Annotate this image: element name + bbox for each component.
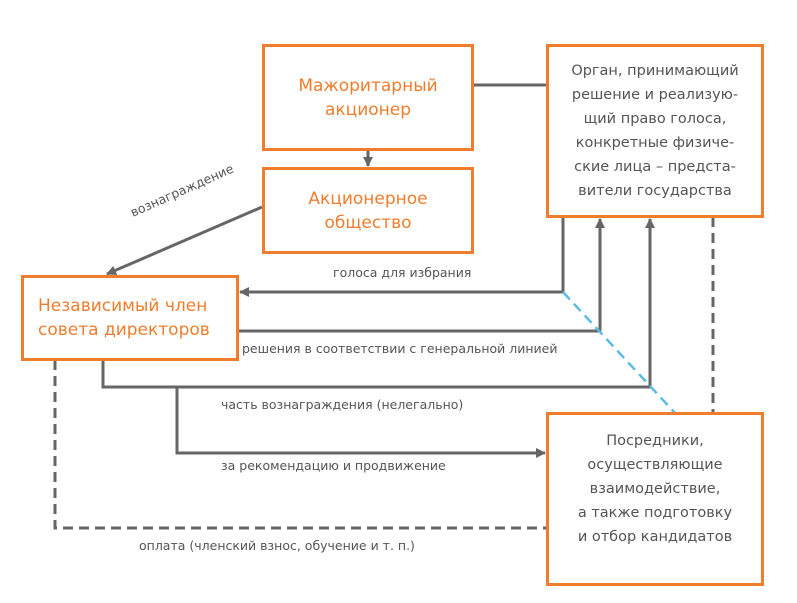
- edge-reward: [106, 205, 263, 276]
- edge-recommendation: [175, 387, 546, 458]
- node-independent-director: Независимый член совета директоров: [21, 275, 239, 361]
- node-majority-shareholder: Мажоритарный акционер: [262, 44, 474, 151]
- label-payment: оплата (членский взнос, обучение и т. п.…: [139, 538, 415, 553]
- node-joint-stock-company: Акционерное общество: [262, 167, 474, 254]
- edge-payment: [53, 360, 547, 530]
- edge-kickback: [101, 218, 655, 389]
- highlight-diagonal: [562, 291, 676, 414]
- label-kickback: часть вознаграждения (нелегально): [221, 397, 464, 412]
- label-recommendation: за рекомендацию и продвижение: [221, 458, 446, 473]
- label-votes: голоса для избрания: [333, 265, 472, 280]
- node-state-body: Орган, принимающий решение и реализую- щ…: [546, 44, 764, 218]
- node-intermediaries: Посредники, осуществляющие взаимодействи…: [546, 412, 764, 586]
- label-decisions: решения в соответствии с генеральной лин…: [242, 341, 558, 356]
